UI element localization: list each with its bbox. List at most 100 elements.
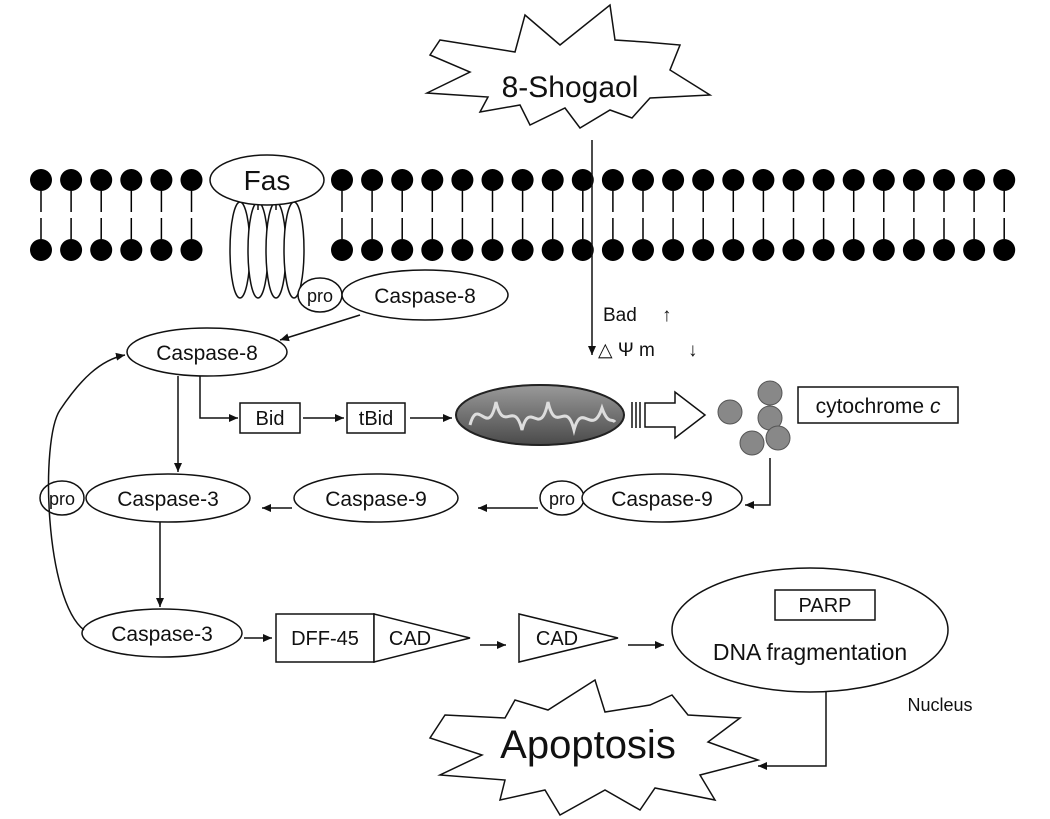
lipid-head: [391, 169, 414, 191]
procaspase-8-top: pro Caspase-8: [297, 269, 509, 321]
receptor-domain: [265, 201, 287, 299]
nucleus: PARP DNA fragmentation Nucleus: [671, 567, 973, 715]
lipid-head: [120, 169, 143, 191]
lipid-head: [541, 239, 564, 261]
dff45-label: DFF-45: [291, 628, 359, 650]
apoptosis-starburst: Apoptosis: [428, 678, 761, 817]
lipid-head: [722, 239, 745, 261]
starburst-icon: [428, 678, 761, 817]
cad-triangle: [373, 613, 471, 663]
lipid-head: [632, 169, 654, 191]
lipid-head: [511, 239, 534, 261]
dff45-rect: [275, 613, 375, 663]
lipid-head: [391, 239, 414, 261]
fas-label: Fas: [244, 165, 291, 196]
lipid-head: [993, 239, 1016, 261]
cytochrome-label: cytochrome c: [816, 395, 941, 418]
receptor-domain: [283, 201, 305, 299]
caspase-8-active: Caspase-8: [126, 327, 288, 377]
lipid-head: [842, 169, 865, 191]
apoptosis-label: Apoptosis: [500, 723, 676, 767]
mitochondrial-signals: Bad ↑ △ Ψ m ↓: [598, 305, 698, 361]
receptor-domain: [229, 201, 251, 299]
lipid-head: [872, 169, 895, 191]
lipid-head: [361, 169, 384, 191]
caspase-8-label: Caspase-8: [156, 342, 258, 365]
tbid-rect: [346, 402, 406, 434]
cad-free: CAD: [518, 613, 619, 663]
block-arrow-icon: [631, 390, 707, 440]
caspase-9-active: Caspase-9: [293, 473, 459, 523]
lipid-head: [993, 169, 1016, 191]
lipid-head: [752, 239, 775, 261]
lipid-head: [812, 239, 835, 261]
caspase-9-ellipse: [293, 473, 459, 523]
lipid-head: [963, 239, 986, 261]
lipid-head: [601, 169, 624, 191]
fas-ellipse: [209, 154, 325, 206]
drug-label: 8-Shogaol: [502, 71, 639, 104]
lipid-head: [60, 169, 83, 191]
lipid-head: [481, 169, 504, 191]
drug-starburst: 8-Shogaol: [424, 3, 713, 129]
cytochrome-rect: [797, 386, 959, 424]
delta-psi-label: △ Ψ m: [598, 340, 655, 361]
lipid-head: [752, 169, 775, 191]
lipid-head: [481, 239, 504, 261]
lipid-head: [511, 169, 534, 191]
caspase-3-label: Caspase-3: [117, 488, 219, 511]
procaspase-9: pro Caspase-9: [539, 473, 743, 523]
parp-label: PARP: [799, 595, 852, 617]
caspase-9-label: Caspase-9: [325, 488, 427, 511]
lipid-head: [933, 239, 955, 261]
caspase-3-ellipse: [81, 608, 243, 658]
caspase-3-ellipse: [85, 473, 251, 523]
cad-label: CAD: [536, 628, 578, 650]
lipid-head: [782, 169, 805, 191]
lipid-head: [812, 169, 835, 191]
lipid-bilayer-icon: [30, 169, 1016, 261]
bid-box: Bid: [239, 402, 301, 434]
lipid-head: [902, 239, 925, 261]
lipid-head: [541, 169, 564, 191]
tbid-label: tBid: [359, 408, 393, 430]
lipid-head: [361, 239, 384, 261]
lipid-head: [872, 239, 895, 261]
lipid-head: [933, 169, 955, 191]
lipid-head: [150, 169, 173, 191]
fas-receptor: Fas: [209, 154, 325, 299]
lipid-head: [782, 239, 805, 261]
caspase-3-label: Caspase-3: [111, 623, 213, 646]
caspase-9-label: Caspase-9: [611, 488, 713, 511]
psi-down-arrow: ↓: [688, 340, 698, 361]
lipid-head: [331, 169, 353, 191]
lipid-head: [150, 239, 173, 261]
lipid-head: [60, 239, 83, 261]
pro-label: pro: [307, 286, 333, 306]
tbid-box: tBid: [346, 402, 406, 434]
caspase-8-ellipse: [341, 269, 509, 321]
lipid-head: [30, 169, 52, 191]
cytochrome-box: cytochrome c: [797, 386, 959, 424]
nucleus-ellipse: [671, 567, 949, 693]
caspase-8-ellipse: [126, 327, 288, 377]
bid-rect: [239, 402, 301, 434]
connectors: [47, 140, 827, 770]
lipid-head: [90, 169, 113, 191]
lipid-head: [692, 239, 715, 261]
lipid-head: [662, 169, 685, 191]
bad-up-arrow: ↑: [662, 305, 672, 326]
lipid-head: [692, 169, 715, 191]
caspase-8-label: Caspase-8: [374, 285, 476, 308]
receptor-domain: [247, 201, 269, 299]
procaspase-3: pro Caspase-3: [39, 473, 251, 523]
lipid-head: [120, 239, 143, 261]
lipid-head: [421, 239, 444, 261]
lipid-head: [30, 239, 52, 261]
bad-label: Bad: [603, 305, 637, 326]
pro-label: pro: [549, 489, 575, 509]
caspase-3-active: Caspase-3: [81, 608, 243, 658]
lipid-head: [632, 239, 654, 261]
lipid-head: [90, 239, 113, 261]
caspase-9-ellipse: [581, 473, 743, 523]
